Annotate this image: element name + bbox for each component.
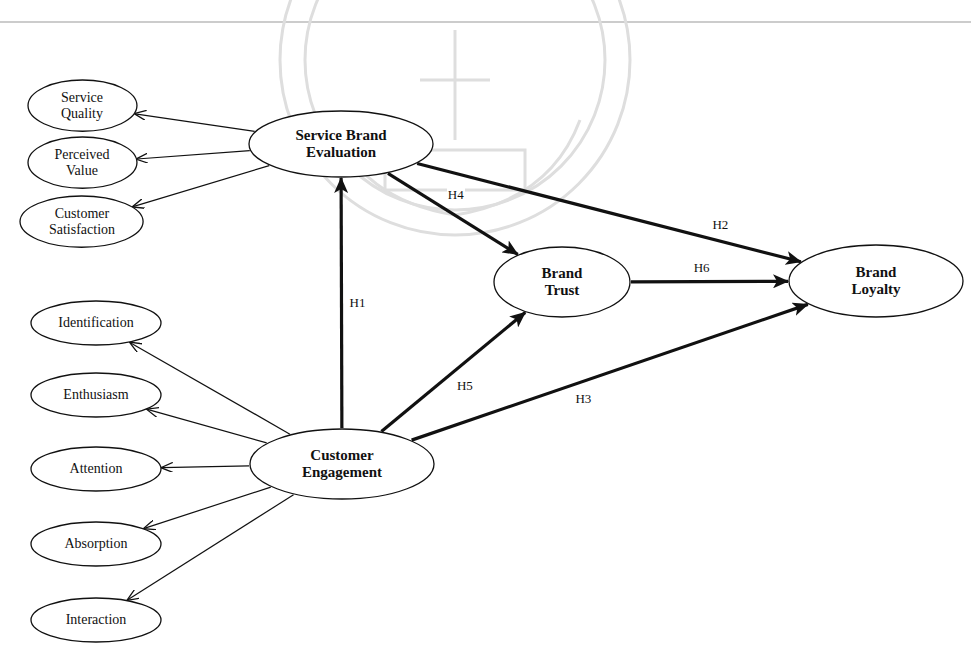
hypothesis-label: H6 xyxy=(693,261,711,275)
hypothesis-arrow xyxy=(412,304,808,440)
hypothesis-arrow xyxy=(340,178,344,428)
text-group: Customer Engagement xyxy=(286,447,398,481)
node-label: Service Quality xyxy=(47,90,117,122)
hypothesis-arrow xyxy=(381,312,525,431)
text-group: Brand Trust xyxy=(527,265,597,299)
ellipse-shape xyxy=(31,447,161,491)
ellipse-shape xyxy=(28,137,137,188)
measurement-arrow xyxy=(147,409,266,442)
indicator-ellipse: Service Quality xyxy=(27,79,138,132)
node-label: Service Brand Evaluation xyxy=(285,127,397,161)
measurement-arrow xyxy=(137,151,250,159)
measurement-arrow xyxy=(162,466,249,468)
node-label: Interaction xyxy=(66,612,127,628)
node-label: Identification xyxy=(58,315,133,331)
ellipse-shape xyxy=(31,522,161,566)
ellipse-shape xyxy=(250,429,434,499)
node-label: Brand Trust xyxy=(527,265,597,299)
node-label: Perceived Value xyxy=(47,147,117,179)
indicator-ellipse: Perceived Value xyxy=(27,136,138,189)
indicator-ellipse: Identification xyxy=(30,300,162,346)
hypothesis-label: H5 xyxy=(456,379,474,393)
measurement-arrow xyxy=(144,487,271,528)
indicator-ellipse: Absorption xyxy=(30,521,162,567)
indicator-ellipse: Interaction xyxy=(30,597,162,643)
ellipse-shape xyxy=(20,196,143,247)
text-group: Service Brand Evaluation xyxy=(285,127,397,161)
ellipse-shape xyxy=(31,301,161,345)
top-rule xyxy=(0,21,971,22)
indicator-ellipse: Attention xyxy=(30,446,162,492)
node-label: Brand Loyalty xyxy=(841,264,911,298)
text-group: Perceived Value xyxy=(47,147,117,179)
construct-ellipse: Brand Loyalty xyxy=(788,244,964,318)
node-label: Enthusiasm xyxy=(63,387,128,403)
hypothesis-arrow xyxy=(388,173,518,254)
text-group: Identification xyxy=(58,315,133,331)
measurement-arrow xyxy=(135,114,255,132)
text-group: Customer Satisfaction xyxy=(42,206,122,238)
ellipse-shape xyxy=(31,598,161,642)
hypothesis-label: H4 xyxy=(447,188,465,202)
text-group: Attention xyxy=(70,461,123,477)
ellipse-shape xyxy=(249,111,433,177)
construct-ellipse: Brand Trust xyxy=(493,246,631,318)
construct-ellipse: Service Brand Evaluation xyxy=(248,110,434,178)
measurement-arrow xyxy=(133,166,269,207)
node-label: Customer Satisfaction xyxy=(42,206,122,238)
construct-ellipse: Customer Engagement xyxy=(249,428,435,500)
text-group: Service Quality xyxy=(47,90,117,122)
ellipse-shape xyxy=(494,247,630,317)
node-label: Absorption xyxy=(65,536,128,552)
hypothesis-arrow xyxy=(631,280,788,284)
ellipse-shape xyxy=(28,80,137,131)
node-label: Attention xyxy=(70,461,123,477)
hypothesis-label: H2 xyxy=(711,218,729,232)
node-label: Customer Engagement xyxy=(286,447,398,481)
ellipse-shape xyxy=(31,373,161,417)
hypothesis-label: H1 xyxy=(349,296,367,310)
ellipse-shape xyxy=(789,245,963,317)
text-group: Absorption xyxy=(65,536,128,552)
hypothesis-arrow xyxy=(417,164,801,262)
indicator-ellipse: Customer Satisfaction xyxy=(19,195,144,248)
text-group: Interaction xyxy=(66,612,127,628)
hypothesis-label: H3 xyxy=(574,392,592,406)
indicator-ellipse: Enthusiasm xyxy=(30,372,162,418)
text-group: Enthusiasm xyxy=(63,387,128,403)
text-group: Brand Loyalty xyxy=(841,264,911,298)
